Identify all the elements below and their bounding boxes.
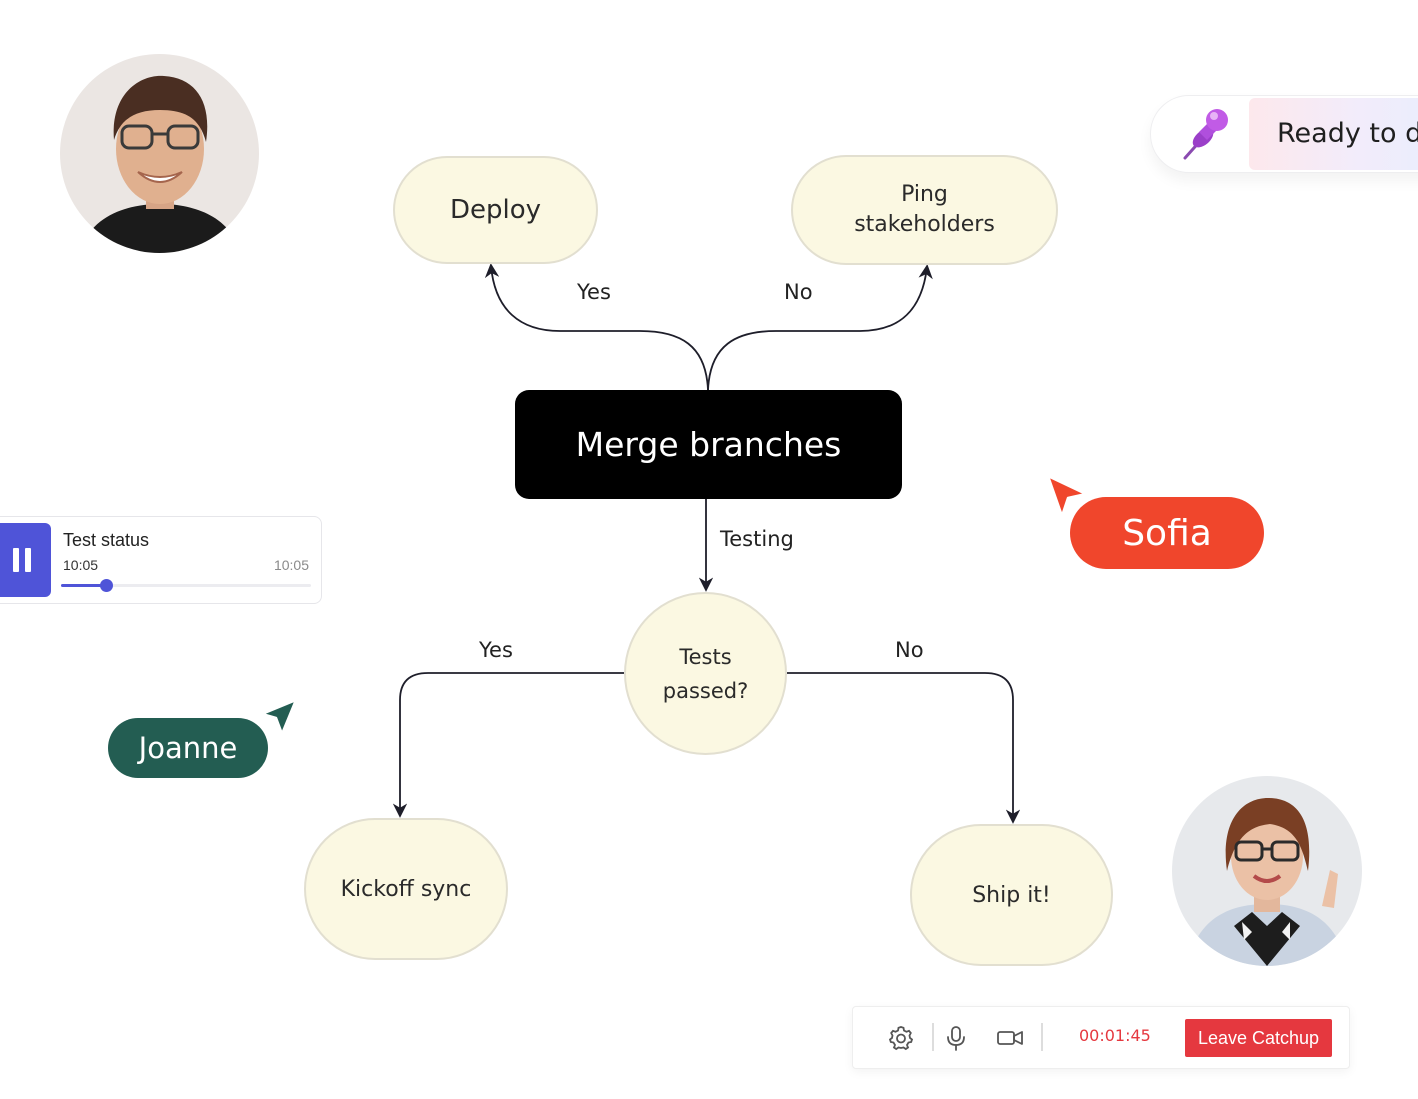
video-camera-icon[interactable] bbox=[996, 1024, 1024, 1052]
test-status-progress-track[interactable] bbox=[61, 579, 311, 592]
test-status-total-time: 10:05 bbox=[273, 557, 309, 573]
edge-label-tests-yes: Yes bbox=[479, 638, 513, 662]
joanne-cursor-icon bbox=[260, 698, 298, 736]
call-toolbar: 00:01:45 Leave Catchup bbox=[852, 1006, 1350, 1069]
pause-icon bbox=[13, 548, 19, 572]
participant-avatar-woman bbox=[1172, 776, 1362, 966]
edge-label-testing: Testing bbox=[720, 527, 794, 551]
microphone-icon[interactable] bbox=[942, 1024, 970, 1052]
test-status-title: Test status bbox=[63, 530, 150, 550]
toolbar-divider bbox=[1041, 1023, 1043, 1051]
pinned-note-text: Ready to de bbox=[1277, 118, 1418, 149]
edge-label-tests-no: No bbox=[895, 638, 924, 662]
test-status-card: Test status 10:05 10:05 bbox=[0, 516, 322, 604]
edge-tests-to-ship bbox=[787, 672, 1021, 824]
leave-catchup-button[interactable]: Leave Catchup bbox=[1185, 1019, 1332, 1057]
pushpin-icon bbox=[1183, 109, 1228, 160]
cursor-label-joanne: Joanne bbox=[108, 718, 268, 778]
cursor-label-sofia: Sofia bbox=[1070, 497, 1264, 569]
test-status-progress-knob[interactable] bbox=[100, 579, 113, 592]
participant-avatar-man bbox=[60, 54, 259, 253]
flow-node-deploy[interactable]: Deploy bbox=[393, 156, 598, 264]
test-status-current-time: 10:05 bbox=[63, 557, 99, 573]
test-status-progress-fill bbox=[61, 584, 106, 587]
edge-label-merge-yes: Yes bbox=[577, 280, 611, 304]
edge-merge-to-ping bbox=[707, 264, 933, 391]
pinned-note[interactable]: Ready to de bbox=[1150, 95, 1418, 173]
edge-merge-to-deploy bbox=[484, 263, 709, 391]
sofia-cursor-icon bbox=[1046, 474, 1088, 518]
edge-label-merge-no: No bbox=[784, 280, 813, 304]
pinned-note-message: Ready to de bbox=[1249, 98, 1418, 170]
settings-gear-icon[interactable] bbox=[887, 1024, 915, 1052]
flow-node-merge-branches[interactable]: Merge branches bbox=[515, 390, 902, 499]
call-timer: 00:01:45 bbox=[1079, 1026, 1151, 1045]
edge-tests-to-kickoff bbox=[392, 672, 624, 818]
pause-button[interactable] bbox=[0, 523, 51, 597]
toolbar-divider bbox=[932, 1023, 934, 1051]
flow-node-ship-it[interactable]: Ship it! bbox=[910, 824, 1113, 966]
flow-node-ping-stakeholders[interactable]: Ping stakeholders bbox=[791, 155, 1058, 265]
flow-node-kickoff-sync[interactable]: Kickoff sync bbox=[304, 818, 508, 960]
flow-node-tests-passed[interactable]: Tests passed? bbox=[624, 592, 787, 755]
